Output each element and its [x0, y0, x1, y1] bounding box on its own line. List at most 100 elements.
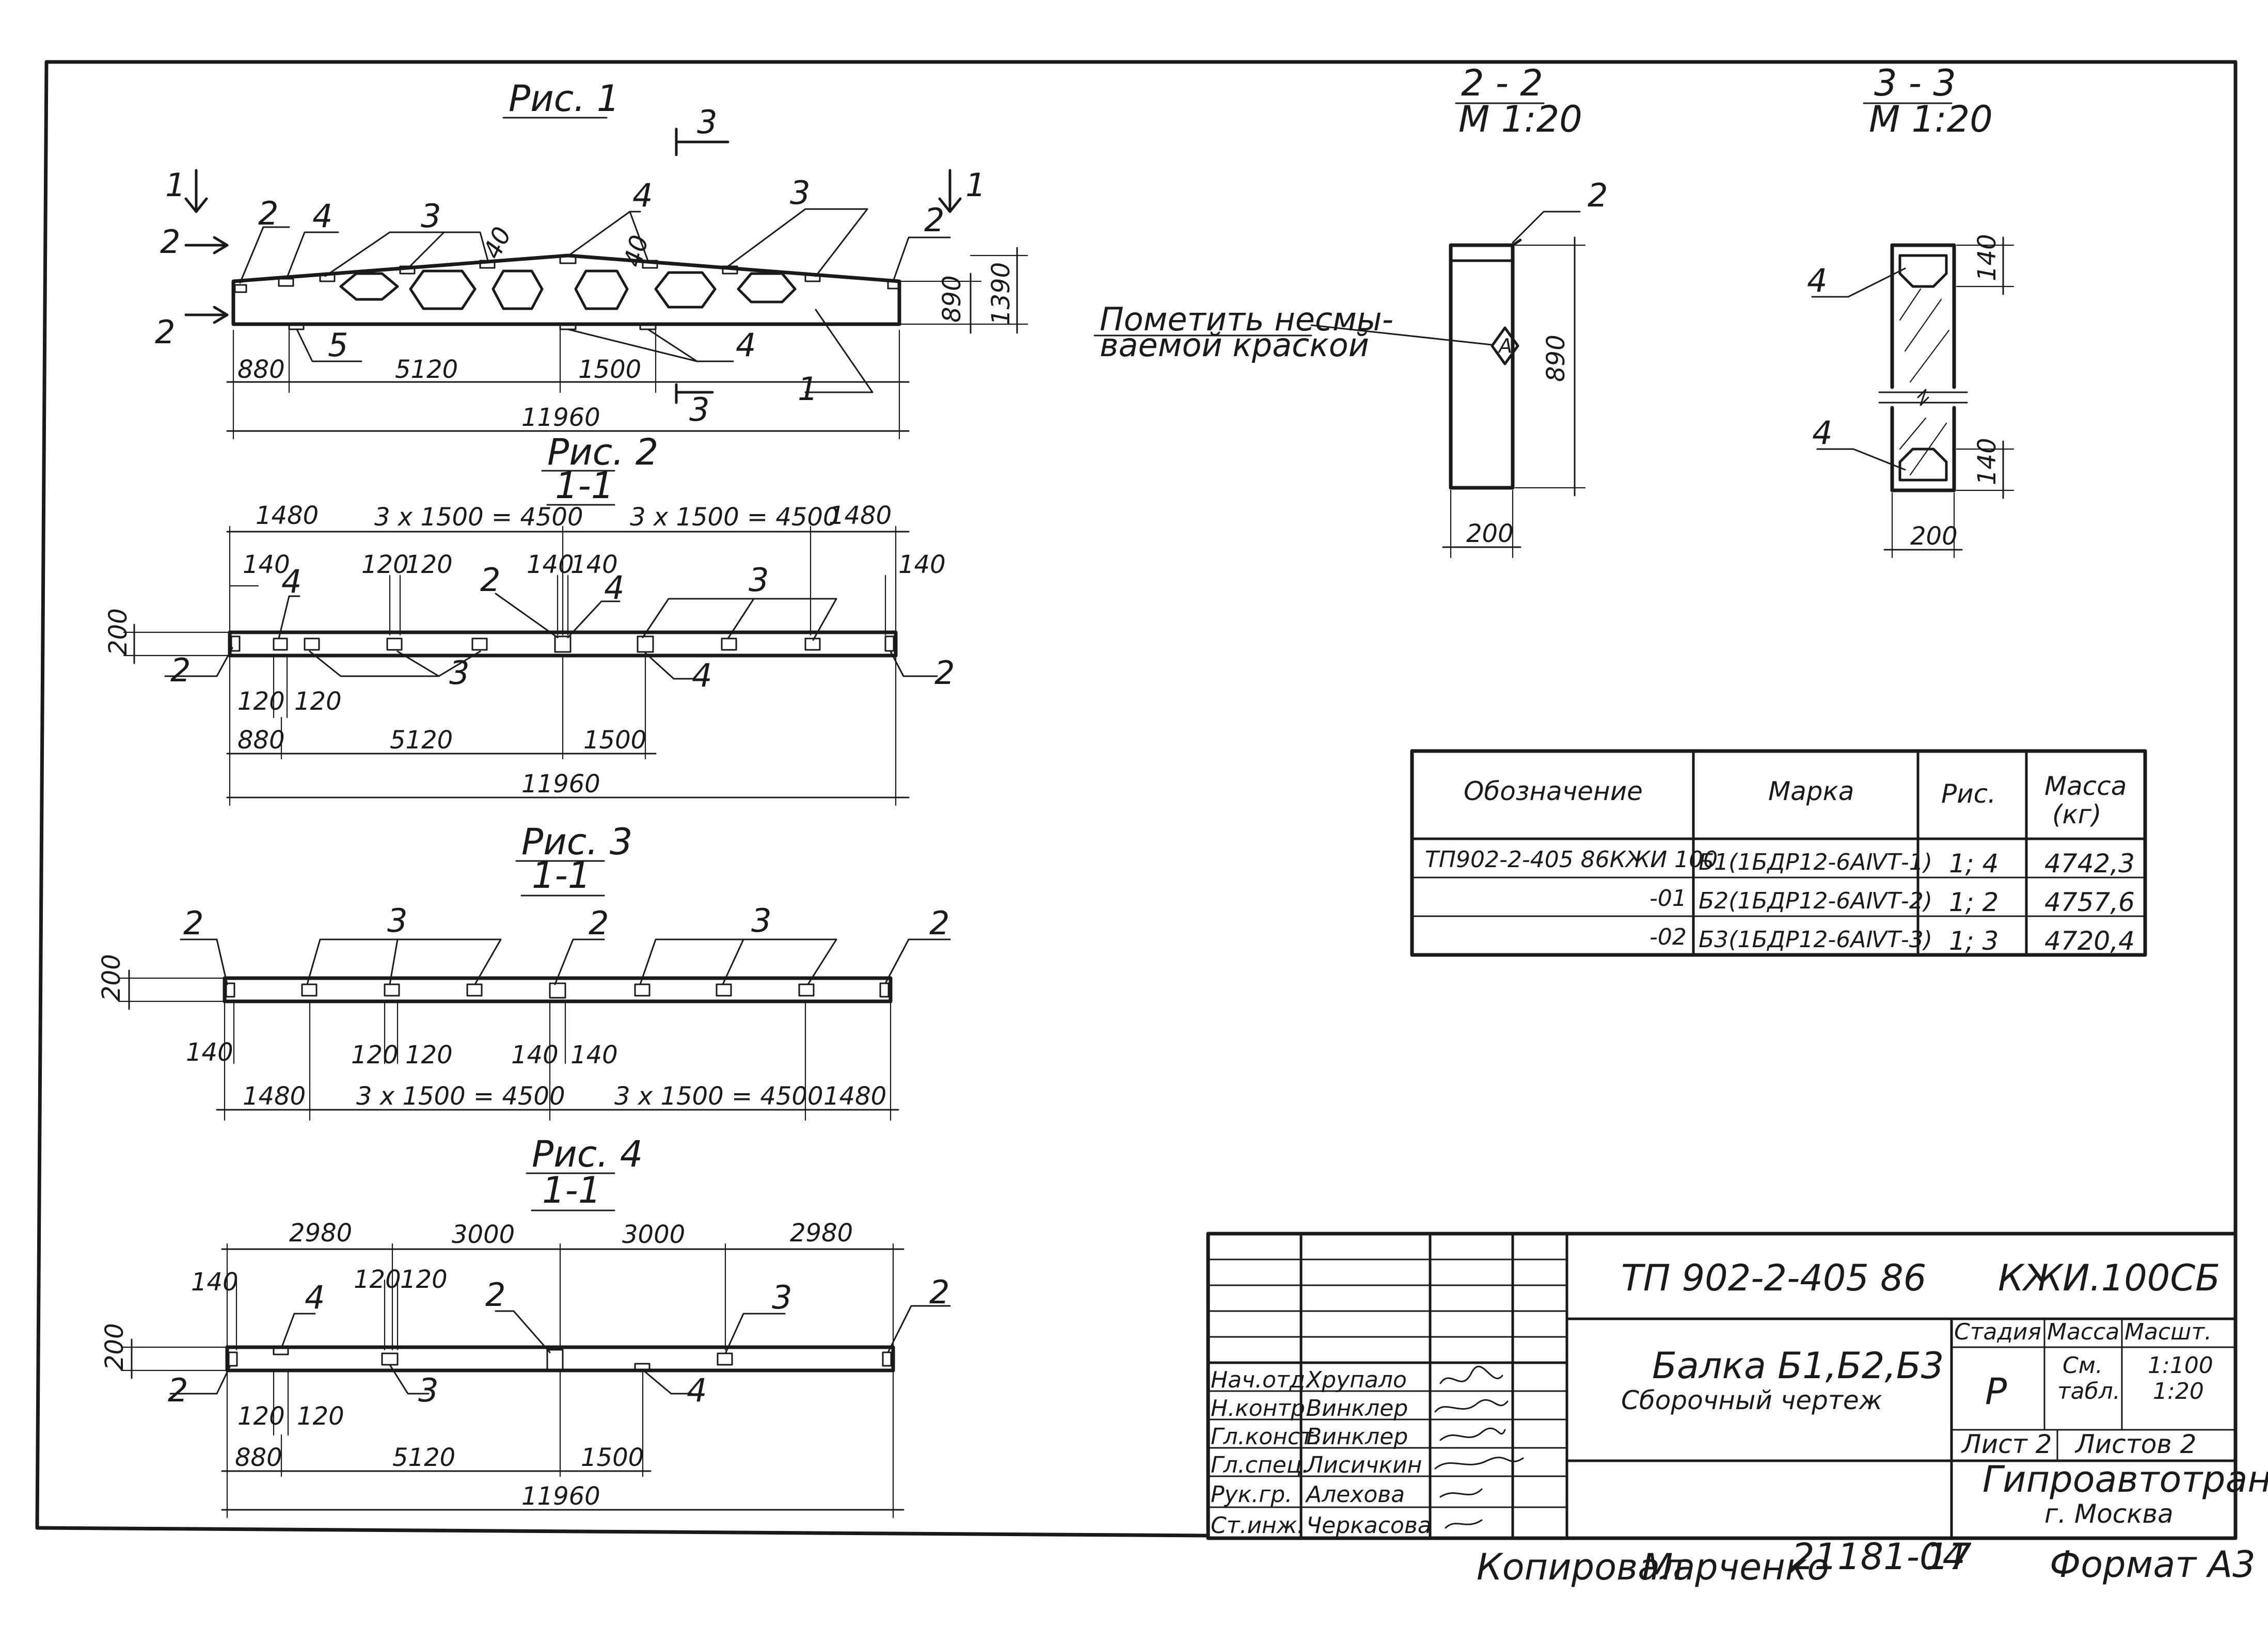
fig1-dim-11960: 11960 — [521, 403, 600, 432]
fig1-callout-4a: 4 — [312, 197, 332, 235]
fig2-callout-3a: 3 — [749, 561, 769, 599]
fig1-callout-1: 1 — [798, 370, 818, 408]
fig2-callout-2b: 2 — [170, 651, 191, 689]
fig3-dim-140c: 140 — [570, 1041, 618, 1070]
fig2-dim-120c: 120 — [237, 687, 285, 716]
staff-name: Черкасова — [1306, 1512, 1432, 1539]
s22-marker: А — [1497, 334, 1512, 357]
footer-format: Формат А3 — [2050, 1543, 2256, 1586]
title-block-stage-label: Стадия — [1954, 1319, 2041, 1345]
s33-hatching — [1899, 288, 1950, 476]
fig2-dim-4500b: 3 х 1500 = 4500 — [630, 503, 839, 532]
fig4-section: 1-1 — [542, 1169, 601, 1211]
fig1-dim-40a: 40 — [478, 222, 517, 263]
s33-dim-w: 200 — [1910, 522, 1958, 551]
embedded-parts-top — [234, 255, 899, 330]
table-row: ТП902-2-405 86КЖИ 100 Б1(1БДР12-6АⅣТ-1) … — [1425, 847, 2135, 879]
s33-dim-bottom: 140 — [1973, 438, 2002, 485]
footer-sheet-no: 17 — [1926, 1536, 1972, 1578]
fig4-callout-4a: 4 — [305, 1279, 325, 1316]
staff-role: Рук.гр. — [1211, 1481, 1292, 1508]
staff-name: Хрупало — [1305, 1367, 1407, 1393]
fig4-callout-3b: 3 — [418, 1371, 438, 1409]
title-block-sheets: Листов 2 — [2074, 1429, 2196, 1459]
fig1-dim-40b: 40 — [618, 232, 654, 270]
fig3-callout-2b: 2 — [589, 904, 609, 942]
title-block-stage-value: Р — [1985, 1370, 2007, 1413]
s33-dim-top: 140 — [1973, 234, 2002, 281]
title-block-mass-value-2: табл. — [2057, 1378, 2120, 1404]
table-cell-fig: 1; 3 — [1949, 926, 1999, 956]
fig2-dim-140c: 140 — [570, 550, 618, 579]
fig3-callout-2a: 2 — [183, 904, 203, 942]
fig4-callout-3a: 3 — [772, 1279, 792, 1316]
title-block: ТП 902-2-405 86 КЖИ.100СБ Балка Б1,Б2,Б3… — [1206, 1232, 2268, 1540]
fig3-dim-140a: 140 — [186, 1038, 233, 1067]
fig2-dim-11960: 11960 — [521, 770, 600, 799]
title-block-scale-value-2: 1:20 — [2153, 1378, 2204, 1404]
fig2-dim-1500: 1500 — [583, 726, 646, 755]
fig2-title: Рис. 2 — [547, 431, 658, 473]
fig2-dim-4500a: 3 х 1500 = 4500 — [374, 503, 583, 532]
fig2-dim-1480b: 1480 — [829, 501, 892, 530]
fig4-dim-2980a: 2980 — [289, 1219, 352, 1248]
fig2-dim-140b: 140 — [527, 550, 574, 579]
fig1-dim-5120: 5120 — [395, 355, 458, 384]
s33-callout-top: 4 — [1807, 262, 1827, 299]
fig2-leaders: 4 2 4 3 2 3 4 2 — [164, 561, 955, 694]
table-cell-designation: ТП902-2-405 86КЖИ 100 — [1425, 847, 1718, 873]
fig4-parts — [228, 1347, 892, 1371]
section-3-3: 3 - 3 М 1:20 4 4 140 140 — [1807, 62, 2015, 558]
fig3-dim-120a: 120 — [351, 1041, 399, 1070]
table-row: -02 Б3(1БДР12-6АⅣТ-3) 1; 3 4720,4 — [1650, 924, 2135, 956]
fig3-dim-4500b: 3 х 1500 = 4500 — [614, 1082, 823, 1111]
fig3-dim-1480a: 1480 — [243, 1082, 306, 1111]
s22-scale: М 1:20 — [1458, 98, 1582, 140]
title-block-org-1: Гипроавтотранс — [1982, 1458, 2268, 1501]
table-cell-fig: 1; 4 — [1949, 849, 1999, 879]
fig4-callout-4b: 4 — [687, 1371, 707, 1409]
footer-copied-label: Копировал — [1477, 1546, 1683, 1588]
fig4-callout-2c: 2 — [168, 1371, 188, 1409]
table-header-mark: Марка — [1768, 776, 1854, 806]
sheet-frame — [35, 60, 2238, 1538]
footer: Копировал Марченко 21181-04 17 Формат А3 — [1477, 1536, 2256, 1588]
fig1-cut1-right: 1 — [965, 166, 986, 204]
fig2-section: 1-1 — [555, 465, 614, 507]
s22-note-line1: Пометить несмы- — [1100, 300, 1393, 338]
s22-callout: 2 — [1588, 177, 1608, 214]
s22-note-line2: ваемой краской — [1100, 326, 1369, 364]
fig1-callout-3: 3 — [421, 197, 441, 235]
staff-role: Ст.инж. — [1211, 1512, 1304, 1539]
figure-4-plan: Рис. 4 1-1 4 2 3 2 2 3 4 — [100, 1133, 951, 1519]
fig2-dim-140d: 140 — [898, 550, 946, 579]
fig4-dim-140: 140 — [191, 1268, 239, 1297]
fig3-callout-2c: 2 — [929, 904, 949, 942]
fig1-cut3-top: 3 — [697, 103, 717, 141]
fig2-dim-120d: 120 — [294, 687, 342, 716]
fig2-dim-140a: 140 — [243, 550, 290, 579]
fig1-cut2-top: 2 — [160, 223, 180, 261]
fig1-leaders: 2 4 3 4 3 2 5 4 1 — [239, 174, 951, 408]
title-block-sheet: Лист 2 — [1961, 1429, 2052, 1459]
figure-3-plan: Рис. 3 1-1 2 3 2 3 2 — [97, 821, 951, 1121]
fig4-dim-3000b: 3000 — [622, 1220, 685, 1249]
fig4-callout-2a: 2 — [485, 1276, 505, 1314]
fig3-callout-3a: 3 — [387, 902, 407, 939]
fig4-dim-2980b: 2980 — [790, 1219, 853, 1248]
footer-archive-no: 21181-04 — [1791, 1536, 1965, 1578]
signatures — [1434, 1365, 1524, 1529]
table-cell-fig: 1; 2 — [1949, 887, 1999, 917]
fig1-callout-5: 5 — [328, 326, 348, 364]
fig4-dim-1500: 1500 — [581, 1443, 644, 1472]
fig3-dim-200: 200 — [97, 954, 126, 1001]
fig2-dimensions: 1480 3 х 1500 = 4500 3 х 1500 = 4500 148… — [104, 501, 946, 806]
fig1-dim-1390: 1390 — [987, 262, 1016, 325]
fig3-dimensions: 200 140 120 120 140 140 1480 3 х 1500 = … — [97, 954, 899, 1121]
fig4-dim-11960: 11960 — [521, 1482, 600, 1511]
table-cell-mark: Б2(1БДР12-6АⅣТ-2) — [1699, 888, 1932, 914]
fig1-dim-890: 890 — [938, 275, 966, 323]
fig4-dim-120b: 120 — [400, 1265, 448, 1294]
table-header-mass-1: Масса — [2044, 771, 2127, 801]
